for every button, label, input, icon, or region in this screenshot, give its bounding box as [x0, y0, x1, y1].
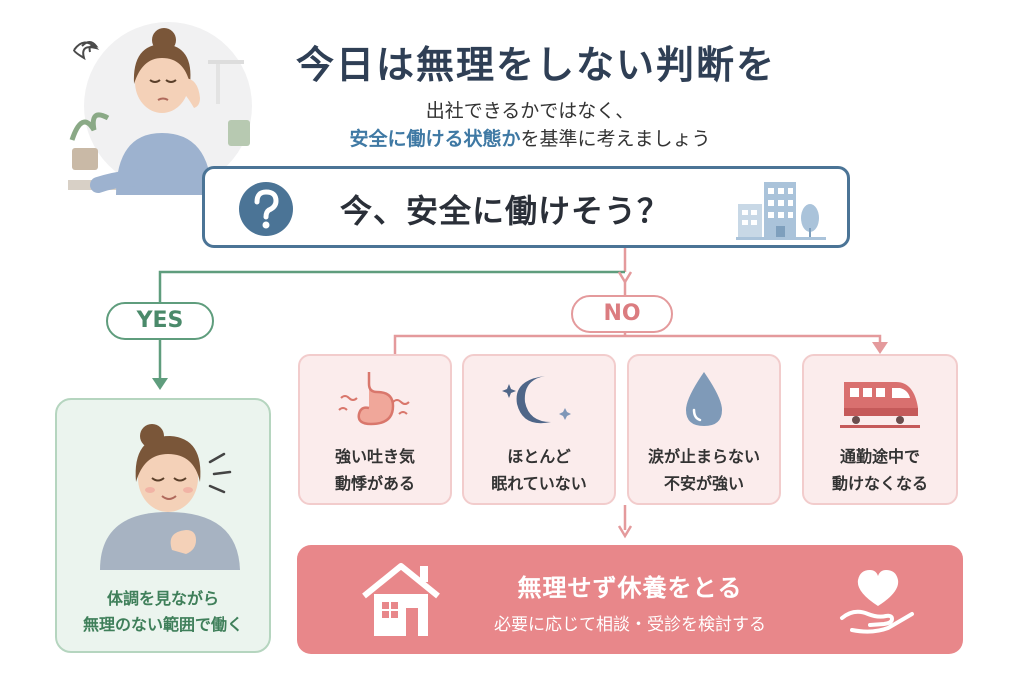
- house-icon: [362, 563, 440, 636]
- symptom-1-line-2: 動悸がある: [334, 474, 415, 493]
- symptom-4-line-1: 通勤途中で: [839, 447, 920, 466]
- symptom-2-line-2: 眠れていない: [491, 474, 587, 493]
- yes-result-line-2: 無理のない範囲で働く: [82, 615, 243, 634]
- moon-icon: [502, 376, 571, 424]
- question-text: 今、安全に働けそう？: [340, 192, 671, 230]
- yes-result-line-1: 体調を見ながら: [106, 589, 219, 608]
- subtitle-rest: を基準に考えましょう: [520, 128, 711, 150]
- building-icon: [736, 182, 826, 240]
- heart-hand-icon: [840, 570, 914, 634]
- symptom-3-line-1: 涙が止まらない: [647, 447, 760, 466]
- rest-subtitle: 必要に応じて相談・受診を検討する: [494, 615, 766, 635]
- page-title: 今日は無理をしない判断を: [296, 43, 777, 87]
- symptom-card-nausea: [298, 354, 452, 505]
- yes-label: YES: [106, 302, 214, 340]
- symptom-2-line-1: ほとんど: [507, 447, 571, 466]
- rest-title: 無理せず休養をとる: [517, 574, 743, 602]
- tired-woman-illustration: [68, 22, 252, 195]
- train-icon: [840, 382, 920, 428]
- symptom-3-line-2: 不安が強い: [663, 474, 744, 493]
- symptom-4-line-2: 動けなくなる: [831, 474, 928, 493]
- teardrop-icon: [686, 372, 722, 426]
- relaxed-woman-illustration: [100, 424, 240, 570]
- stomach-icon: [338, 372, 410, 426]
- question-icon: [239, 182, 293, 236]
- subtitle-line-1: 出社できるかではなく、: [425, 100, 635, 122]
- subtitle-highlight: 安全に働ける状態か: [349, 128, 521, 150]
- symptom-1-line-1: 強い吐き気: [334, 447, 415, 466]
- symptom-card-commute: [802, 354, 958, 505]
- subtitle-line-2: 安全に働ける状態かを基準に考えましょう: [300, 124, 760, 151]
- no-label: NO: [571, 295, 673, 333]
- symptom-card-sleep: [462, 354, 616, 505]
